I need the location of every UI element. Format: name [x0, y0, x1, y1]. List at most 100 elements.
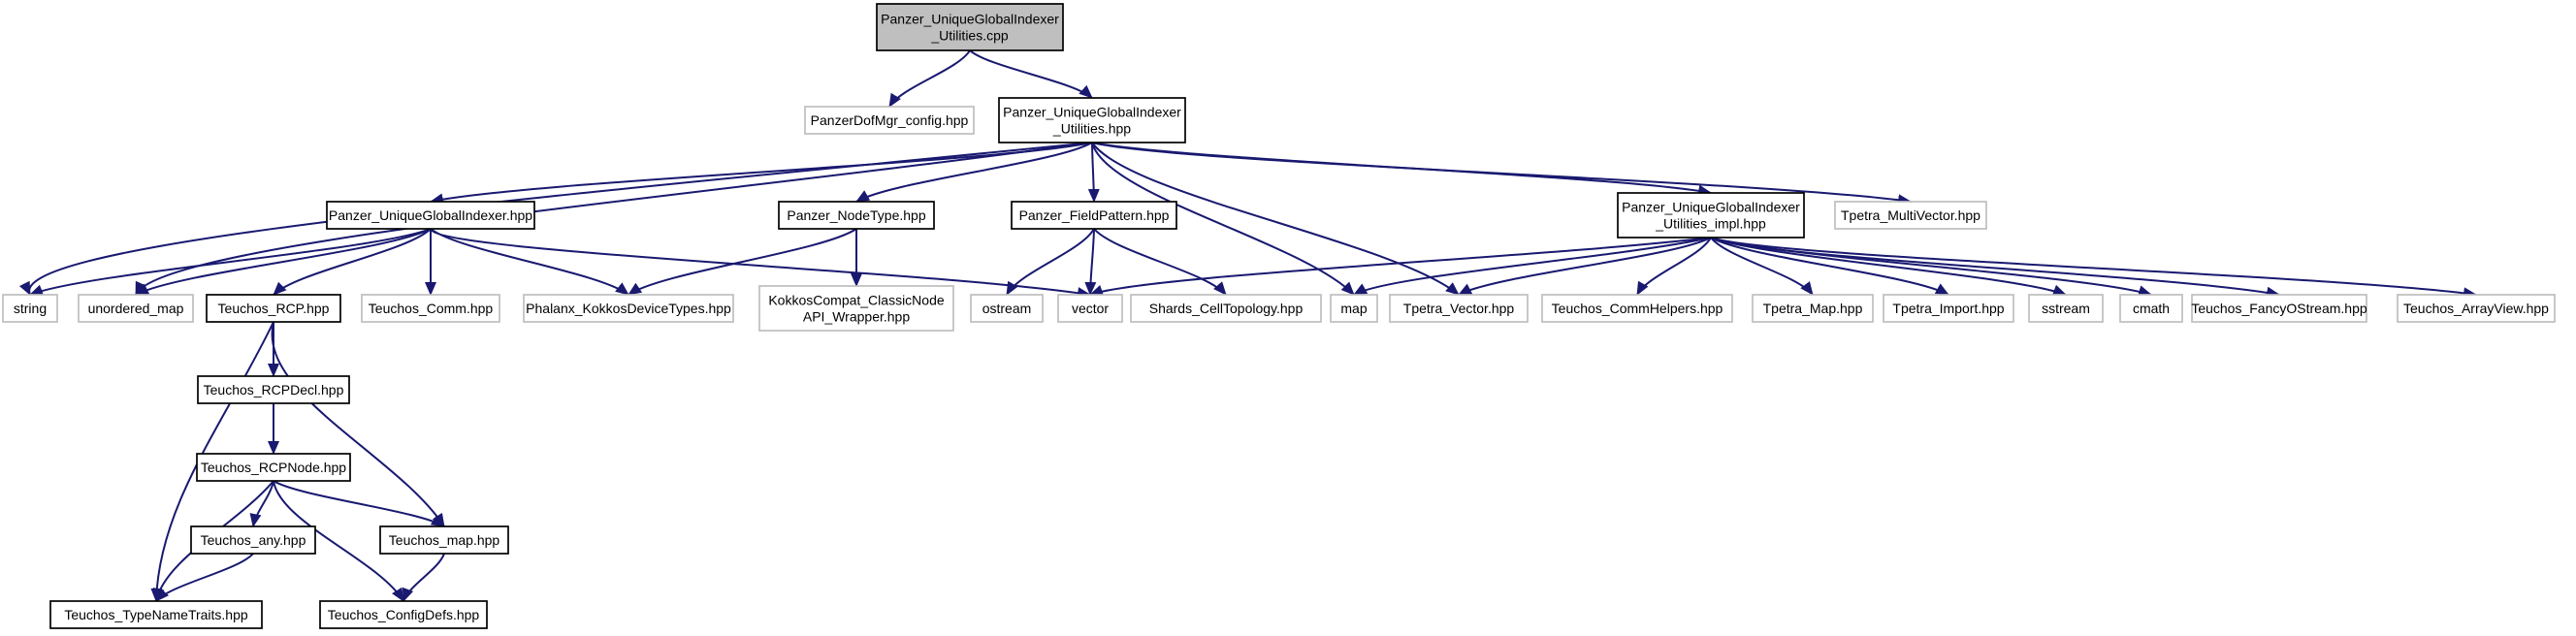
node-label: API_Wrapper.hpp: [803, 309, 910, 325]
node-box: [196, 453, 351, 482]
node-phalanx_kokkos: Phalanx_KokkosDeviceTypes.hpp: [523, 294, 734, 323]
edge-teuchos_rcpnode-to-teuchos_configdefs: [273, 480, 404, 602]
edge-ugi_impl-to-tpetra_vector: [1458, 237, 1712, 296]
node-box: [758, 285, 954, 332]
node-label: Teuchos_any.hpp: [201, 532, 306, 548]
node-tpetra_multivector: Tpetra_MultiVector.hpp: [1834, 201, 1987, 230]
node-label: Teuchos_RCPDecl.hpp: [204, 382, 344, 398]
node-shards: Shards_CellTopology.hpp: [1130, 294, 1322, 323]
node-label: Teuchos_RCP.hpp: [218, 301, 330, 316]
node-label: cmath: [2133, 301, 2170, 316]
node-teuchos_fancyostream: Teuchos_FancyOStream.hpp: [2191, 294, 2367, 323]
node-teuchos_comm: Teuchos_Comm.hpp: [361, 294, 500, 323]
node-fieldpattern[interactable]: Panzer_FieldPattern.hpp: [1011, 201, 1177, 230]
node-label: Panzer_FieldPattern.hpp: [1019, 207, 1170, 223]
node-string: string: [2, 294, 58, 323]
node-box: [2, 294, 58, 323]
node-sstream: sstream: [2028, 294, 2104, 323]
edge-nodetype-to-phalanx_kokkos: [628, 228, 857, 296]
node-box: [1883, 294, 2014, 323]
node-label: Panzer_UniqueGlobalIndexer: [881, 12, 1059, 27]
node-ugi_utilities[interactable]: Panzer_UniqueGlobalIndexer_Utilities.hpp: [998, 97, 1186, 143]
edge-ugi-to-teuchos_rcp: [273, 228, 432, 296]
node-teuchos_typenametraits[interactable]: Teuchos_TypeNameTraits.hpp: [49, 600, 263, 629]
edge-teuchos_rcpnode-to-teuchos_any: [249, 480, 274, 527]
node-box: [2119, 294, 2183, 323]
node-label: Tpetra_Vector.hpp: [1403, 301, 1515, 316]
node-box: [1057, 294, 1123, 323]
edge-ugi_impl-to-teuchos_fancyostream: [1710, 237, 2280, 299]
node-nodetype[interactable]: Panzer_NodeType.hpp: [778, 201, 935, 230]
node-box: [1834, 201, 1987, 230]
node-label: vector: [1072, 301, 1109, 316]
edge-ugi_utilities-to-nodetype: [855, 142, 1093, 203]
node-label: ostream: [982, 301, 1032, 316]
edge-ugi_utilities-to-unordered_map: [135, 142, 1093, 296]
node-tpetra_vector: Tpetra_Vector.hpp: [1389, 294, 1529, 323]
node-label: Teuchos_CommHelpers.hpp: [1552, 301, 1723, 316]
node-label: Panzer_UniqueGlobalIndexer: [1622, 200, 1800, 215]
node-teuchos_rcpdecl[interactable]: Teuchos_RCPDecl.hpp: [197, 375, 350, 404]
node-label: unordered_map: [88, 301, 184, 316]
edge-ugi_impl-to-tpetra_map: [1710, 237, 1814, 296]
node-teuchos_map[interactable]: Teuchos_map.hpp: [379, 525, 509, 555]
node-box: [2028, 294, 2104, 323]
node-label: Teuchos_Comm.hpp: [369, 301, 494, 316]
node-box: [49, 600, 263, 629]
node-box: [1130, 294, 1322, 323]
node-ugi_impl[interactable]: Panzer_UniqueGlobalIndexer_Utilities_imp…: [1617, 192, 1805, 238]
node-box: [2397, 294, 2556, 323]
edge-ugi_impl-to-cmath: [1710, 237, 2152, 297]
edge-ugi_utilities-to-map: [1091, 142, 1355, 296]
node-label: map: [1340, 301, 1367, 316]
node-label: Teuchos_TypeNameTraits.hpp: [64, 607, 248, 622]
node-teuchos_rcpnode[interactable]: Teuchos_RCPNode.hpp: [196, 453, 351, 482]
node-box: [876, 3, 1064, 51]
node-teuchos_arrayview: Teuchos_ArrayView.hpp: [2397, 294, 2556, 323]
node-label: Panzer_UniqueGlobalIndexer: [1003, 105, 1181, 120]
node-label: Tpetra_MultiVector.hpp: [1841, 207, 1980, 223]
node-box: [523, 294, 734, 323]
edge-ugi_utilities-to-tpetra_multivector: [1091, 142, 1912, 207]
node-box: [190, 525, 316, 555]
edge-ugi_utilities-to-tpetra_vector: [1091, 142, 1460, 296]
node-layer: Panzer_UniqueGlobalIndexer_Utilities.cpp…: [2, 3, 2556, 629]
node-label: Panzer_UniqueGlobalIndexer.hpp: [329, 207, 532, 223]
edge-root-to-ugi_utilities: [969, 49, 1093, 99]
node-root[interactable]: Panzer_UniqueGlobalIndexer_Utilities.cpp: [876, 3, 1064, 51]
node-label: _Utilities.cpp: [930, 28, 1009, 44]
node-box: [778, 201, 935, 230]
node-ugi[interactable]: Panzer_UniqueGlobalIndexer.hpp: [326, 201, 535, 230]
node-box: [326, 201, 535, 230]
edge-teuchos_map-to-teuchos_configdefs: [402, 553, 445, 602]
edge-ugi_utilities-to-ugi: [430, 142, 1093, 206]
node-box: [379, 525, 509, 555]
node-box: [319, 600, 488, 629]
edge-ugi_impl-to-map: [1353, 237, 1712, 296]
node-teuchos_any[interactable]: Teuchos_any.hpp: [190, 525, 316, 555]
node-tpetra_map: Tpetra_Map.hpp: [1752, 294, 1874, 323]
node-box: [197, 375, 350, 404]
node-box: [2191, 294, 2367, 323]
node-cmath: cmath: [2119, 294, 2183, 323]
node-label: Tpetra_Import.hpp: [1892, 301, 2004, 316]
node-box: [1617, 192, 1805, 238]
edge-teuchos_rcp-to-teuchos_map: [271, 321, 445, 527]
node-teuchos_configdefs[interactable]: Teuchos_ConfigDefs.hpp: [319, 600, 488, 629]
node-label: sstream: [2042, 301, 2090, 316]
edge-teuchos_any-to-teuchos_typenametraits: [155, 553, 254, 602]
edge-ugi_impl-to-teuchos_arrayview: [1710, 237, 2477, 300]
node-box: [804, 106, 975, 135]
edge-fieldpattern-to-ostream: [1006, 228, 1095, 296]
node-box: [1541, 294, 1733, 323]
edge-fieldpattern-to-shards: [1093, 228, 1227, 296]
node-box: [1011, 201, 1177, 230]
node-vector: vector: [1057, 294, 1123, 323]
node-box: [1389, 294, 1529, 323]
node-dofmgr_config: PanzerDofMgr_config.hpp: [804, 106, 975, 135]
edge-ugi_impl-to-vector: [1089, 237, 1712, 297]
node-box: [970, 294, 1044, 323]
node-box: [206, 294, 341, 323]
node-teuchos_rcp[interactable]: Teuchos_RCP.hpp: [206, 294, 341, 323]
